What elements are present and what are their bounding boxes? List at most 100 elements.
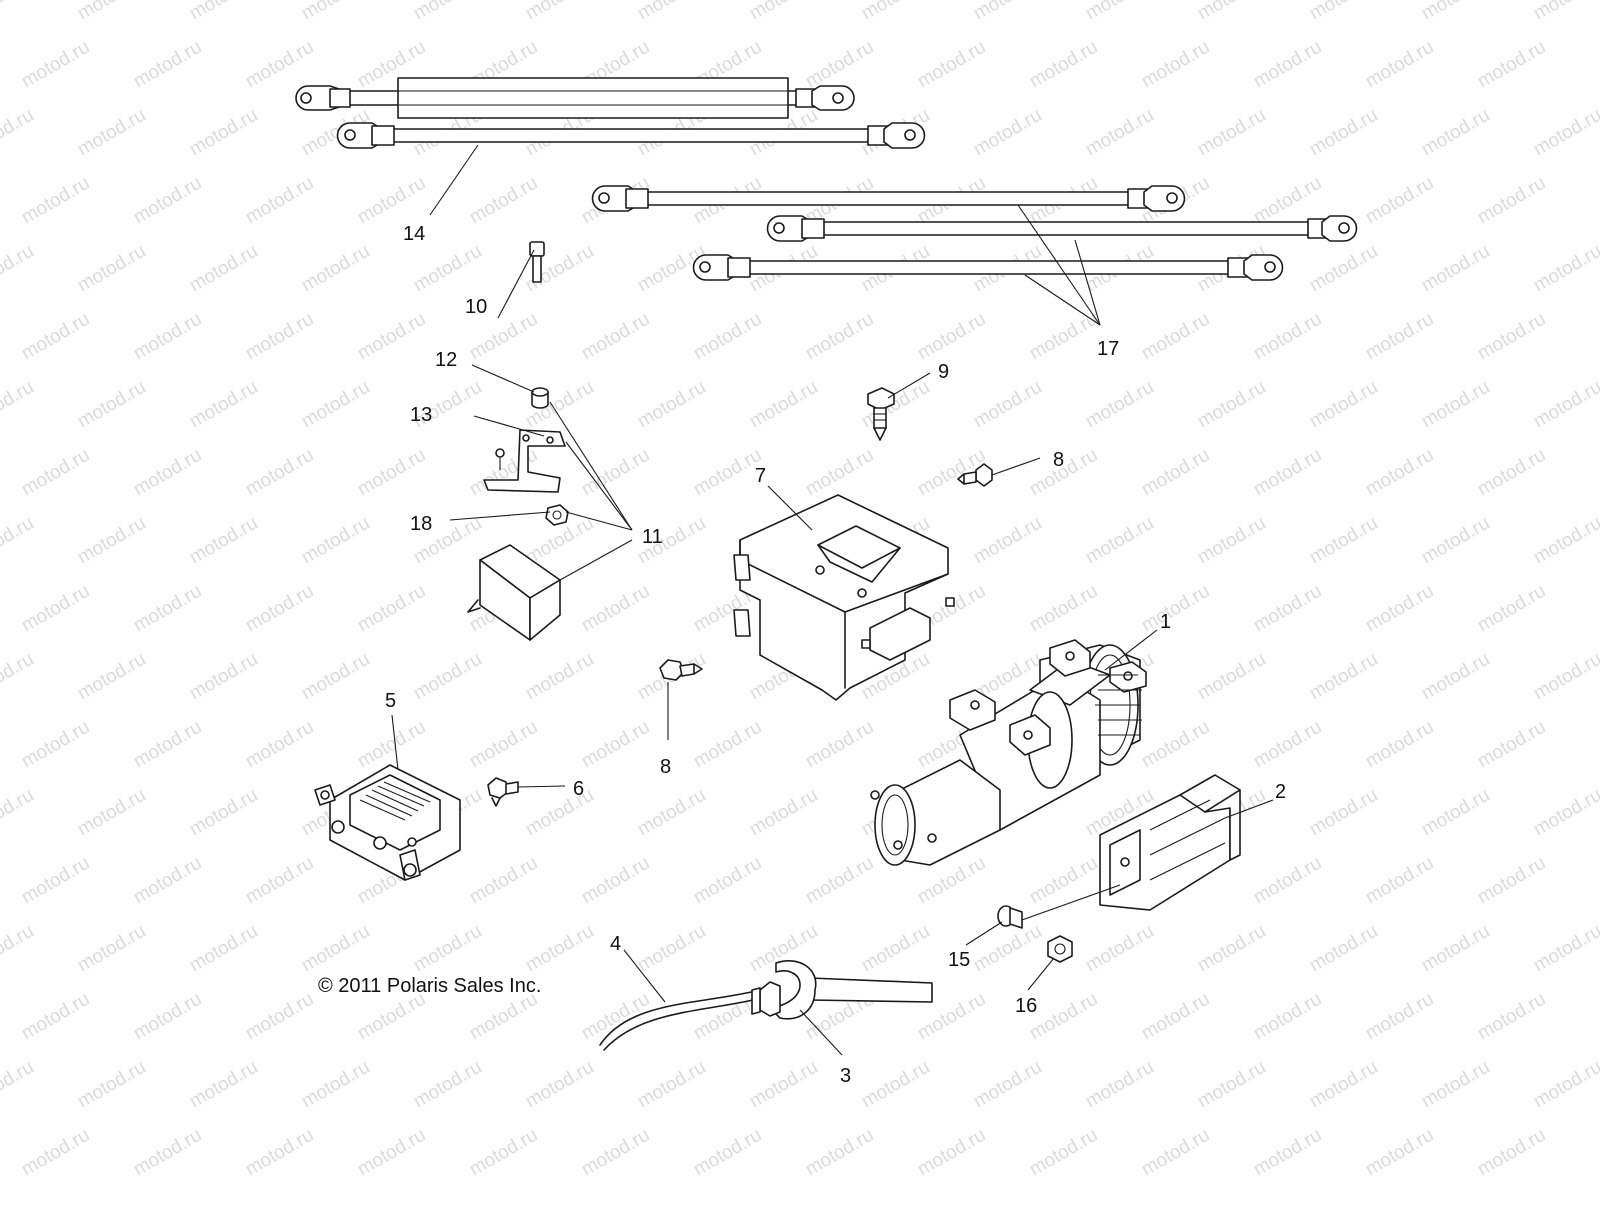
fairlead-bracket-2 <box>1099 774 1241 911</box>
watermark-text: motod.ru <box>1474 445 1549 501</box>
callout-12: 12 <box>435 349 457 371</box>
switch-harness-4-3 <box>599 960 933 1051</box>
watermark-text: motod.ru <box>0 1057 37 1113</box>
watermark-text: motod.ru <box>578 717 653 773</box>
watermark-text: motod.ru <box>746 377 821 433</box>
watermark-text: motod.ru <box>1362 853 1437 909</box>
watermark-text: motod.ru <box>1306 1057 1381 1113</box>
watermark-text: motod.ru <box>1194 649 1269 705</box>
watermark-text: motod.ru <box>0 241 37 297</box>
watermark-text: motod.ru <box>1474 717 1549 773</box>
watermark-text: motod.ru <box>858 921 933 977</box>
watermark-text: motod.ru <box>1194 921 1269 977</box>
watermark-text: motod.ru <box>186 105 261 161</box>
winch-cable-17 <box>591 185 1358 281</box>
watermark-text: motod.ru <box>242 717 317 773</box>
watermark-text: motod.ru <box>1250 581 1325 637</box>
bracket-13 <box>483 429 566 493</box>
watermark-text: motod.ru <box>130 37 205 93</box>
watermark-text: motod.ru <box>186 0 261 24</box>
watermark-text: motod.ru <box>1194 0 1269 24</box>
watermark-text: motod.ru <box>1082 1057 1157 1113</box>
bolt-8-lower <box>659 659 703 681</box>
callout-1: 1 <box>1160 611 1171 633</box>
watermark-text: motod.ru <box>1306 105 1381 161</box>
watermark-text: motod.ru <box>74 513 149 569</box>
watermark-text: motod.ru <box>1194 105 1269 161</box>
watermark-text: motod.ru <box>1306 241 1381 297</box>
watermark-text: motod.ru <box>1082 105 1157 161</box>
watermark-text: motod.ru <box>1306 513 1381 569</box>
watermark-text: motod.ru <box>1474 37 1549 93</box>
watermark-text: motod.ru <box>1250 37 1325 93</box>
callout-11: 11 <box>642 526 663 548</box>
watermark-text: motod.ru <box>1306 649 1381 705</box>
watermark-text: motod.ru <box>0 649 37 705</box>
watermark-text: motod.ru <box>1138 445 1213 501</box>
watermark-text: motod.ru <box>466 853 541 909</box>
winch-mount-plate-7 <box>733 494 955 701</box>
watermark-text: motod.ru <box>802 445 877 501</box>
watermark-text: motod.ru <box>242 1125 317 1181</box>
callout-8-upper: 8 <box>1053 449 1064 471</box>
watermark-text: motod.ru <box>18 853 93 909</box>
watermark-text: motod.ru <box>858 0 933 24</box>
watermark-text: motod.ru <box>1306 377 1381 433</box>
callout-6: 6 <box>573 778 584 800</box>
watermark-text: motod.ru <box>1026 1125 1101 1181</box>
watermark-text: motod.ru <box>74 241 149 297</box>
watermark-text: motod.ru <box>1362 717 1437 773</box>
watermark-text: motod.ru <box>1362 37 1437 93</box>
callout-17: 17 <box>1097 338 1119 360</box>
watermark-text: motod.ru <box>1362 309 1437 365</box>
watermark-text: motod.ru <box>186 377 261 433</box>
watermark-text: motod.ru <box>522 1057 597 1113</box>
watermark-text: motod.ru <box>914 37 989 93</box>
watermark-text: motod.ru <box>18 1125 93 1181</box>
callout-labels: 1 2 3 4 5 6 7 8 8 9 10 11 12 13 14 15 16… <box>385 223 1286 1087</box>
watermark-text: motod.ru <box>18 445 93 501</box>
battery-cable-14 <box>295 77 926 149</box>
copyright-notice: © 2011 Polaris Sales Inc. <box>318 975 541 997</box>
watermark-text: motod.ru <box>1250 309 1325 365</box>
watermark-text: motod.ru <box>1026 989 1101 1045</box>
callout-4: 4 <box>610 933 621 955</box>
watermark-text: motod.ru <box>186 649 261 705</box>
watermark-text: motod.ru <box>1474 581 1549 637</box>
watermark-text: motod.ru <box>1306 921 1381 977</box>
watermark-text: motod.ru <box>410 241 485 297</box>
watermark-text: motod.ru <box>130 1125 205 1181</box>
watermark-text: motod.ru <box>970 921 1045 977</box>
watermark-text: motod.ru <box>130 445 205 501</box>
watermark-text: motod.ru <box>1250 1125 1325 1181</box>
watermark-text: motod.ru <box>74 377 149 433</box>
watermark-text: motod.ru <box>1138 37 1213 93</box>
watermark-text: motod.ru <box>298 0 373 24</box>
watermark-text: motod.ru <box>1306 785 1381 841</box>
watermark-text: motod.ru <box>1530 1057 1600 1113</box>
watermark-text: motod.ru <box>242 853 317 909</box>
watermark-text: motod.ru <box>578 309 653 365</box>
watermark-text: motod.ru <box>522 785 597 841</box>
watermark-text: motod.ru <box>1250 853 1325 909</box>
watermark-text: motod.ru <box>186 513 261 569</box>
callout-14: 14 <box>403 223 425 245</box>
bolt-10 <box>529 241 545 283</box>
watermark-text: motod.ru <box>1418 241 1493 297</box>
watermark-text: motod.ru <box>690 853 765 909</box>
watermark-text: motod.ru <box>74 0 149 24</box>
bolt-15 <box>997 905 1023 929</box>
watermark-text: motod.ru <box>802 37 877 93</box>
watermark-text: motod.ru <box>242 581 317 637</box>
watermark-text: motod.ru <box>0 785 37 841</box>
watermark-text: motod.ru <box>354 173 429 229</box>
watermark-text: motod.ru <box>1530 377 1600 433</box>
watermark-text: motod.ru <box>1418 1057 1493 1113</box>
watermark-text: motod.ru <box>74 649 149 705</box>
watermark-text: motod.ru <box>970 377 1045 433</box>
watermark-text: motod.ru <box>1138 989 1213 1045</box>
nut-16 <box>1047 935 1073 963</box>
watermark-text: motod.ru <box>1138 309 1213 365</box>
watermark-text: motod.ru <box>1138 581 1213 637</box>
